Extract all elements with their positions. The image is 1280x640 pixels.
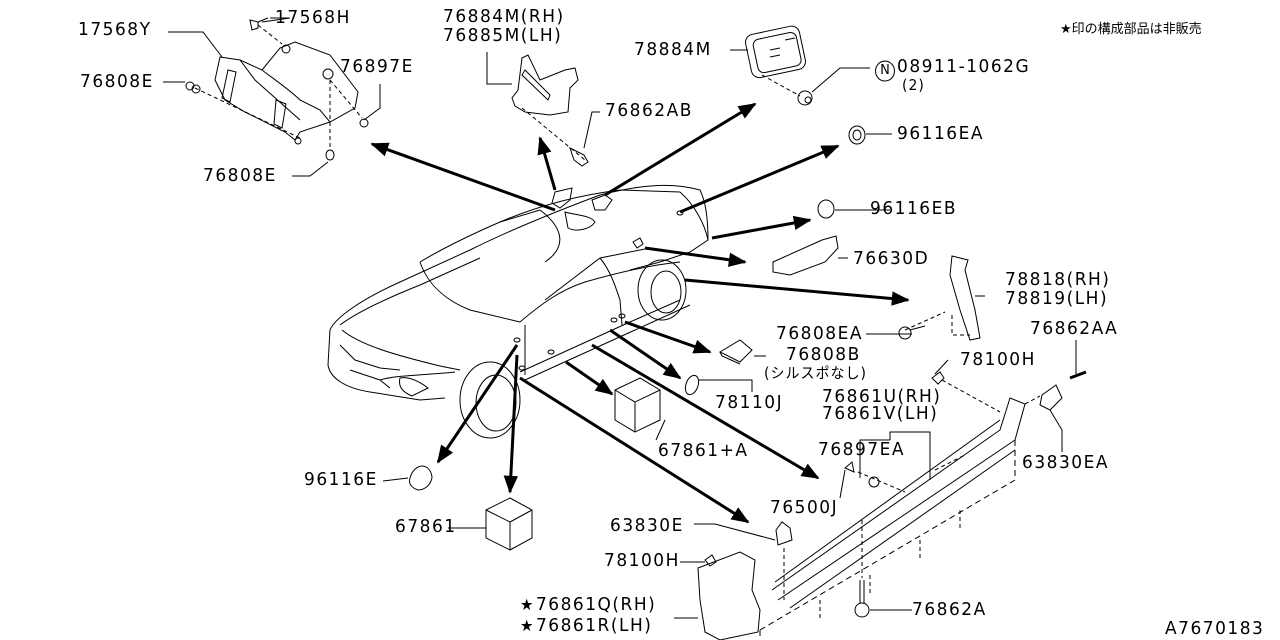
clip-parts [409, 125, 1087, 640]
part-label-76861u-rh[interactable]: 76861U(RH) [822, 386, 942, 408]
part-label-76885m-lh[interactable]: 76885M(LH) [443, 25, 563, 47]
part-label-76897ea[interactable]: 76897EA [818, 439, 905, 461]
part-label-76862a[interactable]: 76862A [912, 599, 987, 621]
part-label-78818-rh[interactable]: 78818(RH) [1005, 269, 1111, 291]
part-label-76884m-rh[interactable]: 76884M(RH) [443, 6, 565, 28]
part-qty-08911: (2) [902, 77, 925, 95]
part-label-76808b[interactable]: 76808B [786, 344, 861, 366]
bracket-76884m-drawing [511, 54, 589, 167]
part-label-76862ab[interactable]: 76862AB [605, 100, 693, 122]
part-number-08911: 08911-1062G [897, 56, 1031, 78]
part-label-76861v-lh[interactable]: 76861V(LH) [822, 403, 939, 425]
part-label-17568y[interactable]: 17568Y [78, 19, 152, 41]
part-label-78110j[interactable]: 78110J [715, 392, 784, 414]
part-label-76630d[interactable]: 76630D [853, 248, 930, 270]
part-label-78100h-upper[interactable]: 78100H [960, 349, 1036, 371]
part-label-76862aa[interactable]: 76862AA [1030, 318, 1119, 340]
car-body-outline [327, 184, 709, 439]
not-for-sale-note: ★印の構成部品は非販売 [1060, 22, 1202, 37]
part-label-96116ea[interactable]: 96116EA [897, 123, 984, 145]
n-symbol-icon: N [875, 60, 895, 82]
grommet-78884m-drawing [745, 25, 813, 106]
diagram-id: A7670183 [1165, 618, 1265, 640]
part-label-78819-lh[interactable]: 78819(LH) [1005, 288, 1109, 310]
part-label-78884m[interactable]: 78884M [634, 39, 712, 61]
part-label-63830ea[interactable]: 63830EA [1022, 452, 1109, 474]
leader-lines [163, 17, 1077, 619]
star-icon: ★ [520, 595, 535, 615]
part-label-96116e[interactable]: 96116E [304, 469, 378, 491]
part-label-76808ea[interactable]: 76808EA [776, 323, 863, 345]
part-note-76808b: (シルスポなし) [764, 365, 867, 383]
part-label-63830e[interactable]: 63830E [610, 515, 684, 537]
part-label-17568h[interactable]: 17568H [275, 7, 351, 29]
part-label-76861r-lh[interactable]: ★76861R(LH) [520, 615, 653, 637]
part-label-78100h-lower[interactable]: 78100H [604, 550, 680, 572]
side-sill-drawing [759, 395, 1041, 640]
part-label-67861[interactable]: 67861 [395, 516, 457, 538]
part-label-76897e[interactable]: 76897E [340, 56, 414, 78]
part-label-67861a[interactable]: 67861+A [658, 440, 749, 462]
star-icon: ★ [520, 616, 535, 636]
part-label-76808e-upper[interactable]: 76808E [80, 71, 154, 93]
part-label-76500j[interactable]: 76500J [770, 497, 839, 519]
star-icon: ★ [1060, 22, 1072, 37]
heat-shield-drawing [185, 19, 369, 161]
part-label-76861q-rh[interactable]: ★76861Q(RH) [520, 594, 657, 616]
part-label-96116eb[interactable]: 96116EB [870, 198, 957, 220]
callout-arrows [370, 102, 910, 524]
part-label-76808e-lower[interactable]: 76808E [203, 165, 277, 187]
